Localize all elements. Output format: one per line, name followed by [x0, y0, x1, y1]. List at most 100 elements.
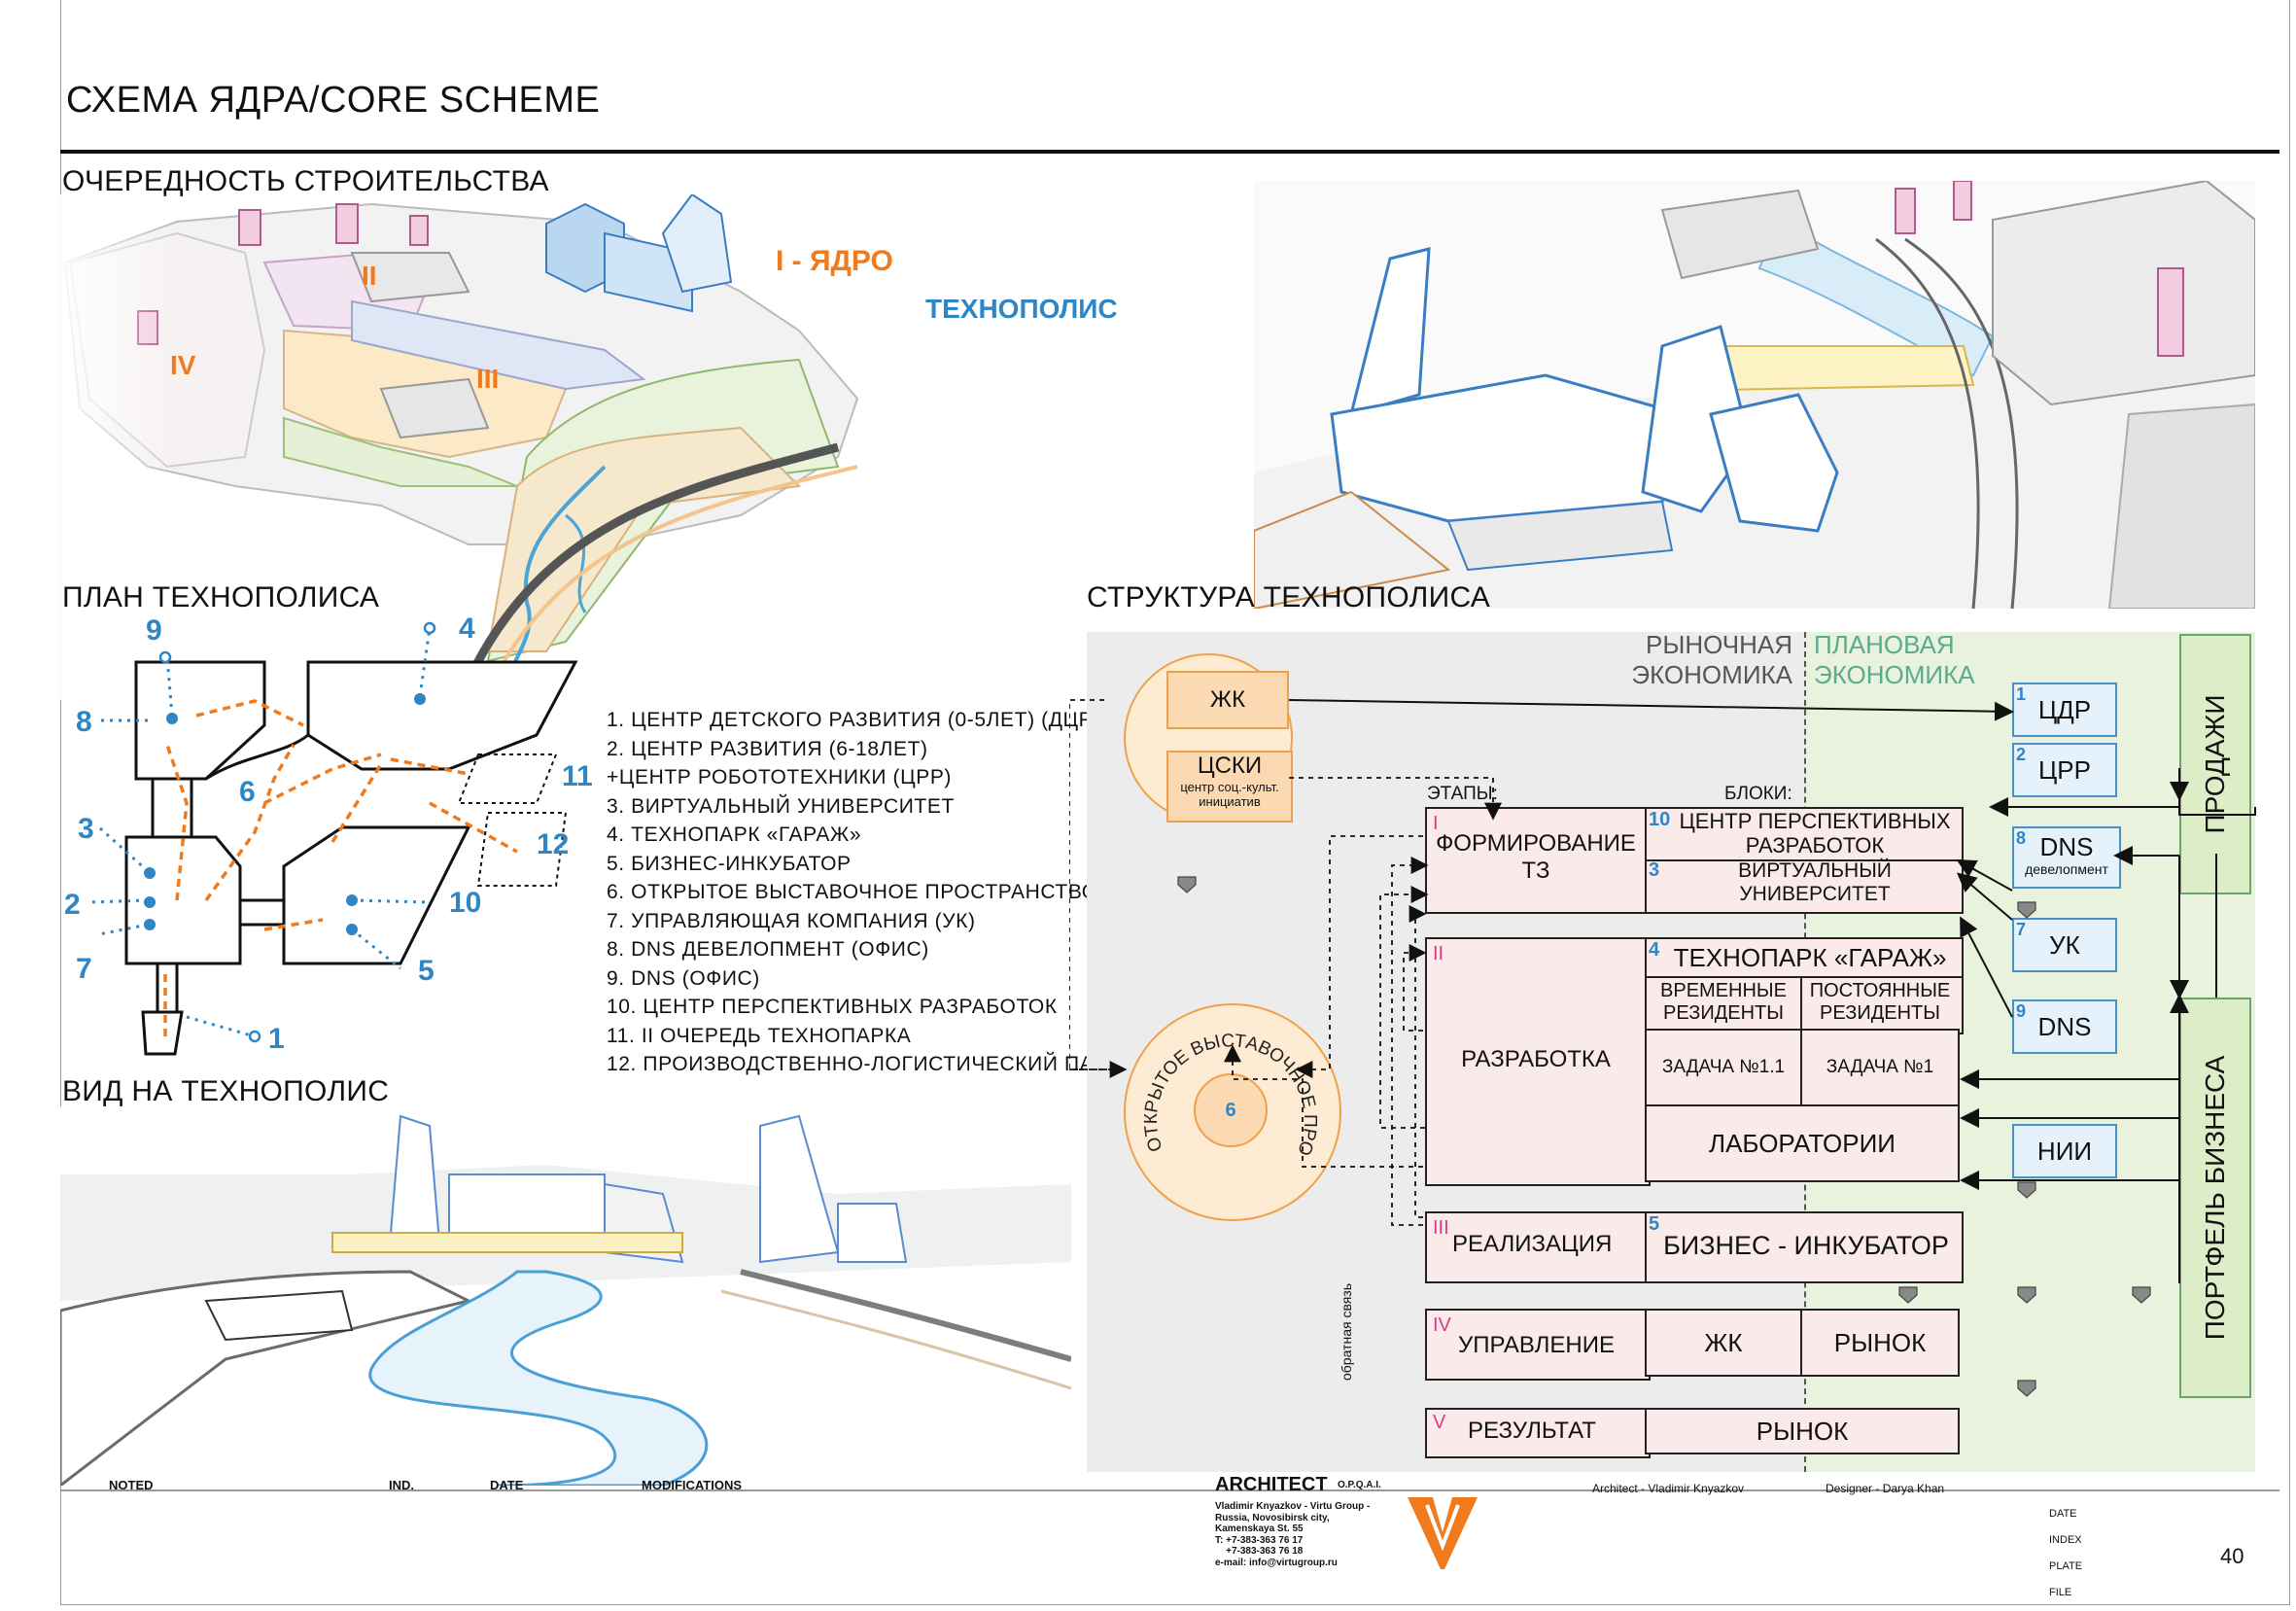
label-stage-4: IV: [170, 350, 196, 380]
tb-fields: DATE INDEX PLATE FILE: [2049, 1501, 2082, 1606]
legend-item: 10. ЦЕНТР ПЕРСПЕКТИВНЫХ РАЗРАБОТОК: [607, 996, 1058, 1018]
legend-item: 7. УПРАВЛЯЮЩАЯ КОМПАНИЯ (УК): [607, 909, 976, 932]
tb-field: DATE: [2049, 1508, 2077, 1520]
tb-address-line: Kamenskaya St. 55: [1215, 1523, 1304, 1534]
stage-5-label: РЕЗУЛЬТАТ: [1468, 1418, 1596, 1444]
stage-1-line: ФОРМИРОВАНИЕ: [1436, 830, 1636, 857]
tsski-label: ЦСКИ: [1197, 753, 1263, 779]
stage-4-label: УПРАВЛЕНИЕ: [1458, 1332, 1615, 1358]
technopolis-view-render: [60, 1106, 1071, 1486]
block-4-box: [1645, 937, 1964, 982]
box-dns-dev: DNS девелопмент: [2012, 826, 2121, 889]
legend-item: 1. ЦЕНТР ДЕТСКОГО РАЗВИТИЯ (0-5ЛЕТ) (ДЦР…: [607, 709, 1100, 731]
stage-1-num: I: [1433, 813, 1439, 834]
labs-box: ЛАБОРАТОРИИ: [1645, 1104, 1960, 1182]
aerial-stages-render: [60, 194, 859, 700]
title-block-rule: [60, 1489, 2279, 1491]
zhk-box: ЖК: [1166, 671, 1289, 729]
legend-item: 4. ТЕХНОПАРК «ГАРАЖ»: [607, 823, 862, 846]
box-tsrr-num: 2: [2016, 745, 2027, 764]
tb-address-line: Russia, Novosibirsk city,: [1215, 1512, 1330, 1523]
tb-architect-word: ARCHITECT: [1215, 1474, 1328, 1495]
planned-economy-label: ПЛАНОВАЯ ЭКОНОМИКА: [1814, 630, 1975, 690]
block-10-label: ЦЕНТР ПЕРСПЕКТИВНЫХ РАЗРАБОТОК: [1674, 809, 1956, 858]
box-dns-dev-num: 8: [2016, 828, 2027, 848]
stage-3-num: III: [1433, 1217, 1449, 1239]
block-4-num: 4: [1649, 939, 1660, 961]
stage-2-label: РАЗРАБОТКА: [1461, 1046, 1611, 1072]
tb-address: Vladimir Knyazkov - Virtu Group - Russia…: [1215, 1501, 1370, 1568]
plan-number-10: 10: [449, 887, 482, 919]
tb-address-line[interactable]: e-mail: info@virtugroup.ru: [1215, 1557, 1338, 1568]
stage-4-num: IV: [1433, 1314, 1451, 1336]
exhibition-num: 6: [1194, 1073, 1268, 1147]
legend-item: 6. ОТКРЫТОЕ ВЫСТАВОЧНОЕ ПРОСТРАНСТВО: [607, 881, 1098, 903]
box-dns-num: 9: [2016, 1001, 2027, 1021]
temp-residents-line: РЕЗИДЕНТЫ: [1663, 1002, 1784, 1024]
technopolis-3d-render: [1254, 181, 2255, 609]
tsski-sub: инициатив: [1199, 794, 1261, 809]
box-uk-num: 7: [2016, 920, 2027, 939]
perm-residents-line: РЕЗИДЕНТЫ: [1820, 1002, 1940, 1024]
tsski-box: ЦСКИ центр соц.-культ. инициатив: [1166, 751, 1293, 823]
section-view-title: ВИД НА ТЕХНОПОЛИС: [62, 1075, 390, 1107]
task-1: ЗАДАЧА №1: [1800, 1029, 1960, 1106]
tb-noted: NOTED: [109, 1478, 154, 1492]
plan-number-9: 9: [146, 614, 162, 647]
legend-item: 3. ВИРТУАЛЬНЫЙ УНИВЕРСИТЕТ: [607, 794, 955, 818]
sheet-title: СХЕМА ЯДРА/CORE SCHEME: [66, 80, 601, 121]
tb-page-number: 40: [2220, 1544, 2244, 1568]
block-3-line: ВИРТУАЛЬНЫЙ: [1738, 859, 1892, 882]
stage-5-box: [1425, 1408, 1651, 1458]
market-economy-label: РЫНОЧНАЯ ЭКОНОМИКА: [1594, 630, 1792, 690]
label-technopolis: ТЕХНОПОЛИС: [925, 294, 1118, 324]
tb-field: INDEX: [2049, 1534, 2082, 1546]
section-structure-title: СТРУКТУРА ТЕХНОПОЛИСА: [1087, 581, 1491, 613]
block-5-num: 5: [1649, 1213, 1660, 1235]
blocks-header: БЛОКИ:: [1724, 784, 1792, 804]
tb-ind: IND.: [389, 1478, 414, 1492]
stage-1-box: [1425, 807, 1651, 914]
box-dns-dev-sub: девелопмент: [2025, 861, 2108, 877]
legend-item: 2. ЦЕНТР РАЗВИТИЯ (6-18ЛЕТ): [607, 737, 928, 760]
block-4-label: ТЕХНОПАРК «ГАРАЖ»: [1673, 943, 1947, 972]
plan-number-3: 3: [78, 813, 94, 845]
tb-architect: Architect - Vladimir Knyazkov: [1592, 1482, 1745, 1495]
tb-address-line: T: +7-383-363 76 17: [1215, 1534, 1304, 1546]
legend-item: 12. ПРОИЗВОДСТВЕННО-ЛОГИСТИЧЕСКИЙ ПАРК: [607, 1053, 1121, 1075]
block-10-box: [1645, 807, 1964, 865]
tb-address-line: Vladimir Knyazkov - Virtu Group -: [1215, 1501, 1371, 1512]
stage-1-label: ФОРМИРОВАНИЕ ТЗ: [1425, 830, 1647, 885]
block-3-box: [1645, 859, 1964, 914]
stage-4-box: [1425, 1309, 1651, 1381]
box-nii: НИИ: [2012, 1124, 2117, 1178]
plan-number-4: 4: [459, 613, 475, 645]
stage-5-num: V: [1433, 1412, 1446, 1433]
tb-architect-org: O.P.Q.A.I.: [1338, 1480, 1381, 1490]
market-economy-line: ЭКОНОМИКА: [1631, 660, 1792, 689]
block-5-label: БИЗНЕС - ИНКУБАТОР: [1663, 1231, 1949, 1260]
tb-modifications: MODIFICATIONS: [642, 1478, 743, 1492]
section-plan-title: ПЛАН ТЕХНОПОЛИСА: [62, 581, 380, 613]
stages-header: ЭТАПЫ:: [1427, 784, 1498, 804]
stage-2-num: II: [1433, 943, 1444, 964]
plan-number-5: 5: [418, 955, 435, 987]
section-stages-title: ОЧЕРЕДНОСТЬ СТРОИТЕЛЬСТВА: [62, 165, 549, 197]
box-dns-dev-label: DNS: [2039, 832, 2094, 861]
legend-item: +ЦЕНТР РОБОТОТЕХНИКИ (ЦРР): [607, 766, 953, 788]
box-tsrr: ЦРР: [2012, 743, 2117, 797]
plan-number-8: 8: [76, 706, 92, 738]
legend-item: 8. DNS ДЕВЕЛОПМЕНТ (ОФИС): [607, 938, 929, 961]
block-10-line: ЦЕНТР ПЕРСПЕКТИВНЫХ: [1679, 809, 1951, 833]
market-economy-line: РЫНОЧНАЯ: [1645, 630, 1792, 659]
tb-designer: Designer - Darya Khan: [1826, 1482, 1945, 1495]
stage-3-box: [1425, 1211, 1651, 1283]
result-market-block: РЫНОК: [1645, 1408, 1960, 1454]
plan-number-11: 11: [562, 760, 593, 792]
exhibition-arc-text: ОТКРЫТОЕ ВЫСТАВОЧНОЕ ПРОСТРАНСТВО: [1124, 1003, 1320, 1158]
legend-item: 5. БИЗНЕС-ИНКУБАТОР: [607, 852, 852, 875]
task-1-1: ЗАДАЧА №1.1: [1645, 1029, 1802, 1106]
planned-economy-line: ЭКОНОМИКА: [1814, 660, 1975, 689]
stage-1-line: ТЗ: [1521, 858, 1550, 884]
tsski-sub: центр соц.-культ.: [1180, 780, 1279, 794]
